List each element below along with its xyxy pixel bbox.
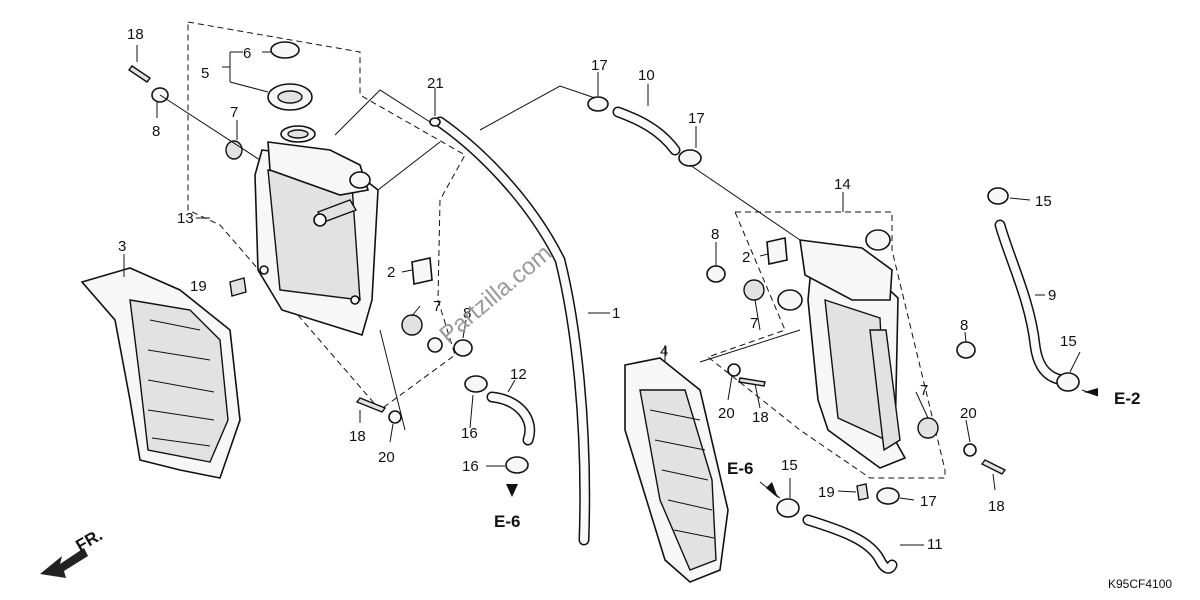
front-arrow-icon	[40, 548, 88, 578]
arrow-e6-left-icon	[506, 484, 518, 497]
small-hardware	[127, 65, 1080, 518]
diagram-code: K95CF4100	[1108, 577, 1172, 591]
callout: 8	[960, 317, 968, 334]
callout: 11	[927, 536, 943, 553]
right-shroud	[624, 357, 729, 583]
callout: 16	[462, 458, 479, 475]
arrow-e2-icon	[1084, 388, 1098, 396]
callout: 2	[742, 249, 750, 266]
callout: 9	[1048, 287, 1056, 304]
callout: 1	[612, 305, 620, 322]
callout: 17	[688, 110, 705, 127]
callout: 20	[378, 449, 395, 466]
callout: 13	[177, 210, 194, 227]
right-radiator	[777, 229, 907, 469]
callout: 19	[190, 278, 207, 295]
callout: 15	[781, 457, 798, 474]
callout: 8	[711, 226, 719, 243]
callout: 19	[818, 484, 835, 501]
callout: 6	[243, 45, 251, 62]
callout: 21	[427, 75, 444, 92]
callout: 7	[750, 315, 758, 332]
callout: 2	[387, 264, 395, 281]
callout: 5	[201, 65, 209, 82]
callout: 20	[718, 405, 735, 422]
callout: 8	[152, 123, 160, 140]
callout: 17	[591, 57, 608, 74]
ref-e2: E-2	[1114, 389, 1140, 408]
watermark: Partzilla.com	[435, 240, 558, 349]
leader-lines	[123, 45, 1099, 546]
callout-labels: 18 8 6 5 7 21 13 3 19 2 7 8 18 20 16 12 …	[118, 26, 1077, 553]
ref-e6-right: E-6	[727, 459, 753, 478]
callout: 18	[349, 428, 366, 445]
left-radiator	[254, 125, 379, 337]
callout: 17	[920, 493, 937, 510]
callout: 18	[988, 498, 1005, 515]
callout: 3	[118, 238, 126, 255]
callout: 10	[638, 67, 655, 84]
callout: 20	[960, 405, 977, 422]
callout: 15	[1035, 193, 1052, 210]
callout: 18	[752, 409, 769, 426]
callout: 12	[510, 366, 527, 383]
callout: 16	[461, 425, 478, 442]
front-label: FR.	[73, 525, 106, 555]
callout: 7	[920, 382, 928, 399]
callout: 15	[1060, 333, 1077, 350]
arrow-e6-right-icon	[766, 482, 778, 498]
callout: 7	[433, 298, 441, 315]
ref-e6-left: E-6	[494, 512, 520, 531]
callout: 18	[127, 26, 144, 43]
radiator-cap	[267, 41, 313, 111]
callout: 7	[230, 104, 238, 121]
callout: 4	[660, 343, 668, 360]
callout: 8	[463, 305, 471, 322]
assembly-14-outline	[706, 211, 946, 479]
left-shroud	[80, 267, 241, 479]
callout: 14	[834, 176, 851, 193]
assembly-13-outline	[187, 21, 466, 411]
